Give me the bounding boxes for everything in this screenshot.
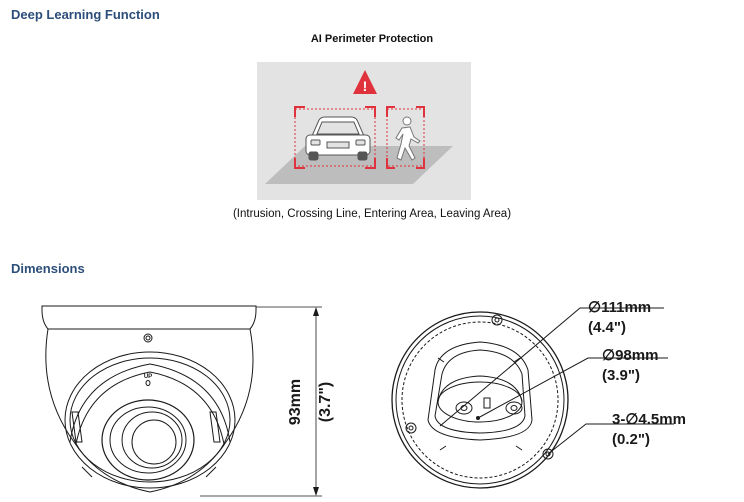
height-mm-label: 93mm	[287, 379, 304, 425]
height-in-label: (3.7")	[317, 382, 334, 422]
section-title-deep-learning: Deep Learning Function	[11, 7, 160, 22]
car-detection-box	[294, 106, 376, 169]
outer-diameter-mm-label: ∅111mm	[588, 299, 651, 316]
person-detection-box	[386, 106, 425, 169]
camera-side-view-drawing: UP 93mm (3.7")	[41, 305, 334, 497]
inner-diameter-mm-label: ∅98mm	[602, 347, 658, 364]
up-label: UP	[144, 374, 152, 380]
warning-icon: !	[353, 70, 377, 94]
outer-diameter-in-label: (4.4")	[588, 319, 626, 336]
hole-spec-mm-label: 3-∅4.5mm	[612, 411, 686, 428]
inner-diameter-in-label: (3.9")	[602, 367, 640, 384]
car-icon	[305, 116, 371, 161]
ai-perimeter-caption: (Intrusion, Crossing Line, Entering Area…	[232, 208, 512, 220]
ai-perimeter-title: AI Perimeter Protection	[310, 33, 434, 45]
section-title-dimensions: Dimensions	[11, 261, 85, 276]
camera-bottom-view-drawing: ∅111mm (4.4") ∅98mm (3.9") 3-∅4.5mm (0.2…	[391, 299, 686, 489]
person-icon	[395, 116, 421, 161]
hole-spec-in-label: (0.2")	[612, 431, 650, 448]
svg-text:!: !	[363, 78, 368, 94]
ai-perimeter-illustration: !	[257, 62, 471, 200]
